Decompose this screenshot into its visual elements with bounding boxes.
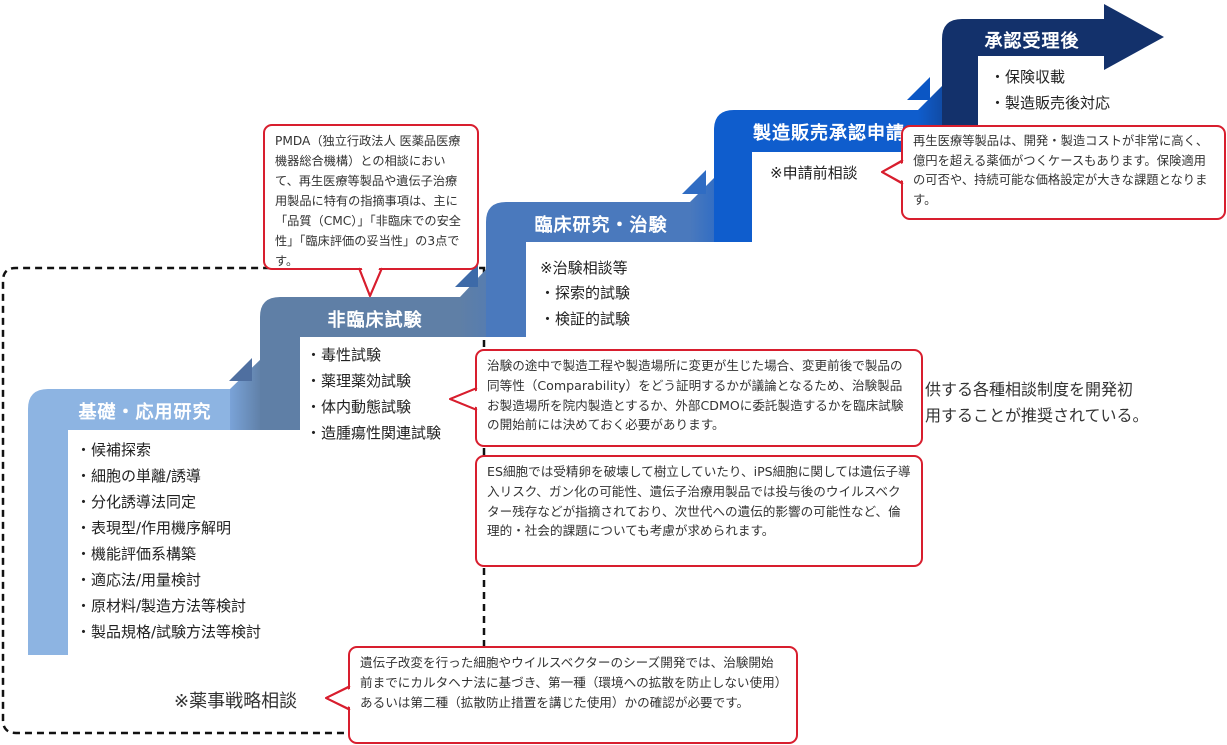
list-item: ・保険収載 xyxy=(990,68,1066,86)
step2-corner-triangle xyxy=(455,264,478,287)
step1-title: 基礎・応用研究 xyxy=(78,402,212,423)
list-item: ・検証的試験 xyxy=(540,310,631,328)
list-item: ・候補探索 xyxy=(76,441,152,459)
list-item: ・分化誘導法同定 xyxy=(76,493,197,511)
step3-corner-triangle xyxy=(682,170,706,194)
list-item: ・毒性試験 xyxy=(306,346,382,364)
strategy-consultation-label: ※薬事戦略相談 xyxy=(174,691,298,712)
step3-item-list: ・探索的試験 ・検証的試験 xyxy=(540,280,630,332)
step5-arrow xyxy=(942,4,1164,126)
list-item: ・探索的試験 xyxy=(540,284,631,302)
step1-riser xyxy=(230,358,262,430)
list-item: ・機能評価系構築 xyxy=(76,545,197,563)
step4-title: 製造販売承認申請 xyxy=(753,123,905,144)
step3-title: 臨床研究・治験 xyxy=(534,215,668,236)
step4-note: ※申請前相談 xyxy=(770,164,858,182)
step2-title: 非臨床試験 xyxy=(327,310,423,331)
list-item: ・体内動態試験 xyxy=(306,398,412,416)
step3-shape xyxy=(486,202,716,337)
list-item: ・表現型/作用機序解明 xyxy=(76,519,232,537)
ethics-callout: ES細胞では受精卵を破壊して樹立していたり、iPS細胞に関しては遺伝子導入リスク… xyxy=(475,455,923,567)
cartagena-callout: 遺伝子改変を行った細胞やウイルスベクターのシーズ開発では、治験開始前までにカルタ… xyxy=(348,646,798,744)
step5-item-list: ・保険収載 ・製造販売後対応 xyxy=(990,64,1110,116)
comparability-callout: 治験の途中で製造工程や製造場所に変更が生じた場合、変更前後で製品の同等性（Com… xyxy=(475,349,923,447)
step4-shape xyxy=(714,110,944,242)
step1-corner-triangle xyxy=(229,358,252,381)
step3-note: ※治験相談等 xyxy=(540,259,628,277)
list-item: ・造腫瘍性関連試験 xyxy=(306,424,442,442)
pmda-consultation-callout: PMDA（独立行政法人 医薬品医療機器総合機構）との相談において、再生医療等製品… xyxy=(263,124,479,270)
list-item: ・適応法/用量検討 xyxy=(76,571,202,589)
background-text-line-2: 用することが推奨されている。 xyxy=(925,406,1149,425)
step5-title: 承認受理後 xyxy=(984,31,1080,52)
background-text-line-1: 供する各種相談制度を開発初 xyxy=(925,380,1134,399)
step4-corner-triangle xyxy=(907,77,930,100)
list-item: ・製造販売後対応 xyxy=(990,94,1111,112)
step1-item-list: ・候補探索 ・細胞の単離/誘導 ・分化誘導法同定 ・表現型/作用機序解明 ・機能… xyxy=(76,437,261,645)
step2-item-list: ・毒性試験 ・薬理薬効試験 ・体内動態試験 ・造腫瘍性関連試験 xyxy=(306,342,441,446)
list-item: ・製品規格/試験方法等検討 xyxy=(76,623,262,641)
list-item: ・薬理薬効試験 xyxy=(306,372,412,390)
price-callout: 再生医療等製品は、開発・製造コストが非常に高く、億円を超える薬価がつくケースもあ… xyxy=(901,125,1226,220)
step2-shape xyxy=(260,297,486,430)
list-item: ・細胞の単離/誘導 xyxy=(76,467,202,485)
list-item: ・原材料/製造方法等検討 xyxy=(76,597,247,615)
